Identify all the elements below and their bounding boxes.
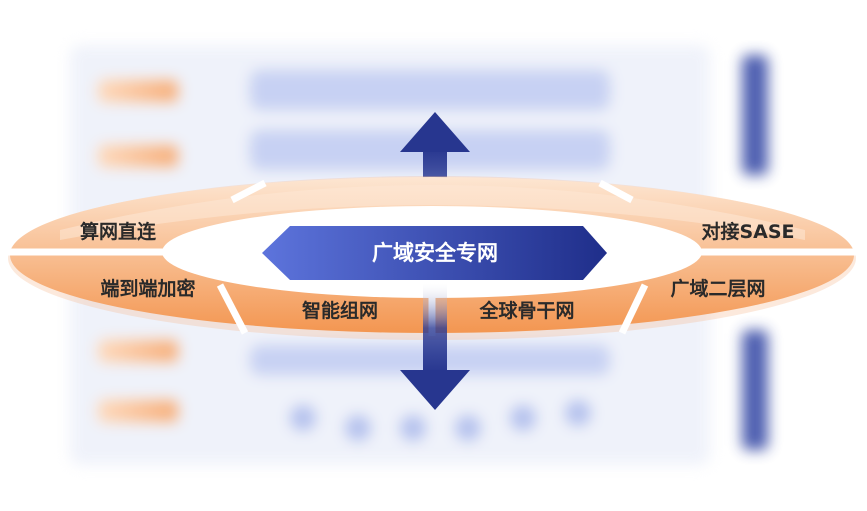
segment-label-bottom-left: 智能组网 bbox=[302, 299, 378, 322]
ring-highlight bbox=[60, 185, 805, 240]
background-dot bbox=[510, 405, 536, 431]
segment-label-top-right: 对接SASE bbox=[701, 220, 794, 243]
background-chip bbox=[98, 145, 178, 167]
background-dot bbox=[400, 415, 426, 441]
segment-label-top-left: 算网直连 bbox=[80, 220, 157, 243]
background-dot bbox=[565, 400, 591, 426]
background-dot bbox=[290, 405, 316, 431]
background-bar bbox=[742, 55, 768, 175]
segment-dividers bbox=[8, 179, 860, 336]
background-chip bbox=[98, 340, 178, 362]
background-dot bbox=[345, 415, 371, 441]
background-chip bbox=[98, 400, 178, 422]
background-chip bbox=[98, 80, 178, 102]
segment-label-bottom-right: 全球骨干网 bbox=[478, 299, 574, 322]
background-bar bbox=[742, 330, 768, 450]
segment-label-mid-left: 端到端加密 bbox=[100, 277, 195, 300]
background-dot bbox=[455, 415, 481, 441]
center-hexagon bbox=[262, 226, 607, 280]
arrow-down-icon bbox=[400, 283, 470, 410]
background-blob bbox=[250, 70, 610, 110]
segment-label-mid-right: 广域二层网 bbox=[670, 277, 765, 300]
center-label: 广域安全专网 bbox=[372, 241, 498, 265]
